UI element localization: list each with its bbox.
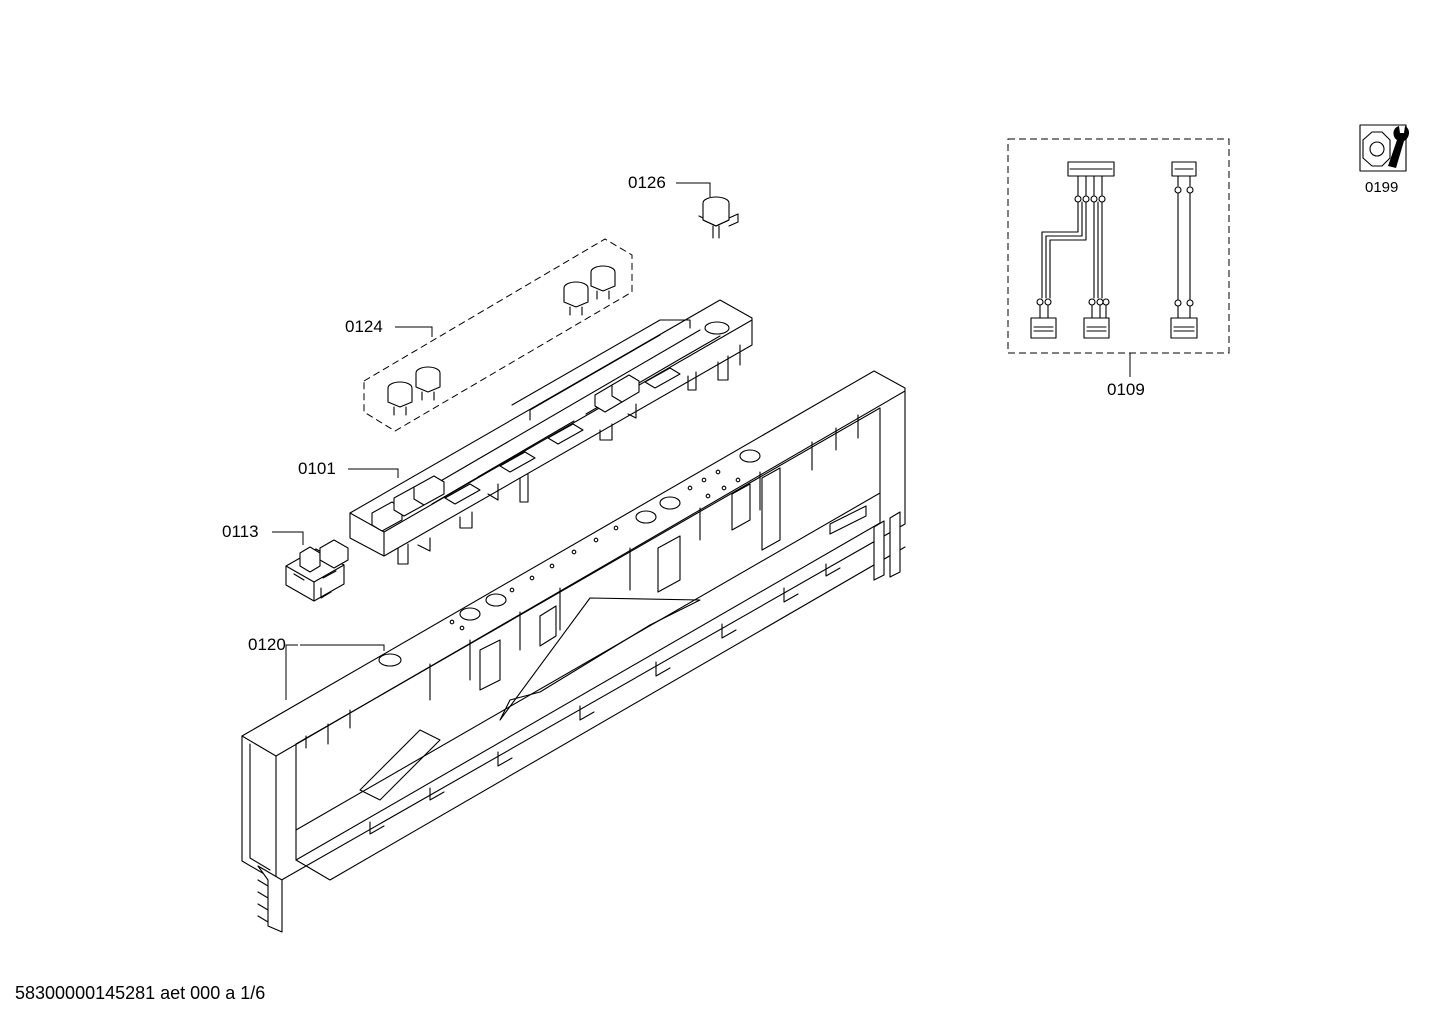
part-label-0120: 0120 xyxy=(248,635,286,654)
part-label-0109: 0109 xyxy=(1107,380,1145,399)
indicator-holes xyxy=(449,469,741,631)
part-0120-control-panel-fascia[interactable] xyxy=(241,370,906,933)
part-label-0101: 0101 xyxy=(298,459,336,478)
part-0109-wiring-harness[interactable] xyxy=(1007,138,1230,377)
part-label-0199: 0199 xyxy=(1365,179,1399,196)
nut-wrench-icon[interactable] xyxy=(1359,124,1410,172)
button-cap xyxy=(387,381,413,416)
button-cap xyxy=(563,281,589,316)
part-label-0126: 0126 xyxy=(628,173,666,192)
part-0124-button-set[interactable] xyxy=(363,238,633,432)
drawing-reference-footer: 58300000145281 aet 000 a 1/6 xyxy=(15,983,266,1003)
part-0101-control-module[interactable] xyxy=(348,299,753,565)
button-cap xyxy=(415,366,441,401)
part-label-0124: 0124 xyxy=(345,317,383,336)
part-0113-connector[interactable] xyxy=(272,531,349,602)
button-cap xyxy=(590,265,616,300)
part-label-0113: 0113 xyxy=(222,522,259,541)
part-0126-push-button[interactable] xyxy=(676,182,739,239)
